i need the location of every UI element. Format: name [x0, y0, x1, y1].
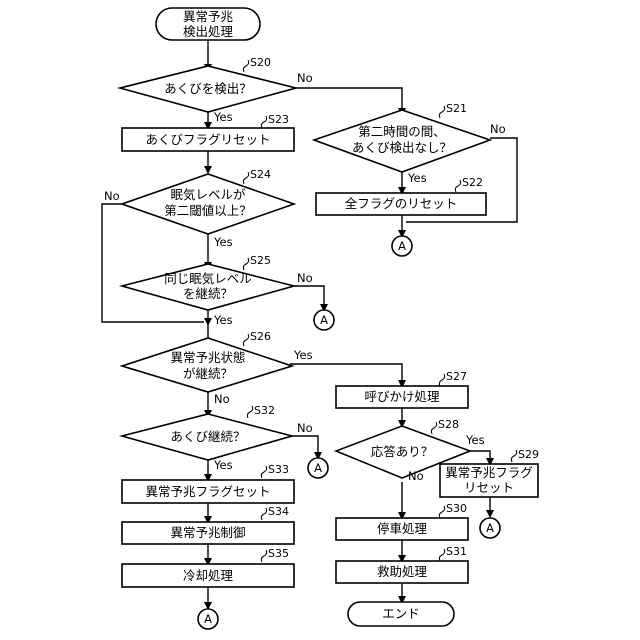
s28-yes-label: Yes — [465, 433, 485, 447]
s28-label: 応答あり？ — [371, 444, 434, 459]
step-s33: S33 — [268, 463, 289, 476]
s27-label: 呼びかけ処理 — [364, 389, 440, 404]
s25-no-label: No — [297, 271, 313, 285]
start-label-line1: 異常予兆 — [183, 9, 234, 24]
s21-label-line2: あくび検出なし？ — [352, 140, 452, 155]
decision-s25: 同じ眠気レベル を継続？ — [122, 264, 294, 310]
step-s23: S23 — [268, 113, 289, 126]
s29-label-line1: 異常予兆フラグ — [445, 465, 533, 480]
connector-a-5: A — [198, 609, 218, 629]
s26-no-label: No — [214, 392, 230, 406]
connector-a-3: A — [308, 458, 328, 478]
connector-a-1: A — [392, 236, 412, 256]
connector-a-4-label: A — [486, 521, 494, 535]
step-s24: S24 — [250, 168, 271, 181]
decision-s32: あくび継続？ — [122, 414, 292, 460]
connector-a-3-label: A — [314, 461, 322, 475]
decision-s24: 眠気レベルが 第二閾値以上？ — [122, 174, 294, 234]
s29-label-line2: リセット — [464, 480, 514, 495]
s21-yes-label: Yes — [407, 171, 427, 185]
process-s31: 救助処理 — [336, 561, 468, 583]
start-label-line2: 検出処理 — [183, 24, 234, 39]
s21-no-label: No — [490, 122, 506, 136]
decision-s20: あくびを検出？ — [120, 66, 296, 112]
connector-a-2: A — [314, 310, 334, 330]
s33-label: 異常予兆フラグセット — [145, 484, 270, 499]
step-s34: S34 — [268, 505, 289, 518]
s30-label: 停車処理 — [377, 521, 428, 536]
s24-no-label: No — [104, 189, 120, 203]
s24-label-line2: 第二閾値以上？ — [164, 203, 252, 218]
process-s33: 異常予兆フラグセット — [122, 480, 294, 503]
end-terminal: エンド — [348, 602, 454, 626]
s32-yes-label: Yes — [213, 458, 233, 472]
step-s32: S32 — [254, 404, 275, 417]
step-s30: S30 — [446, 502, 467, 515]
s23-label: あくびフラグリセット — [145, 132, 270, 147]
step-s20: S20 — [250, 56, 271, 69]
s26-label-line1: 異常予兆状態 — [170, 350, 245, 365]
step-s35: S35 — [268, 547, 289, 560]
step-s29: S29 — [518, 448, 539, 461]
connector-a-5-label: A — [204, 612, 212, 626]
s21-label-line1: 第二時間の間、 — [358, 124, 446, 139]
process-s22: 全フラグのリセット — [316, 193, 486, 215]
s28-no-label: No — [408, 469, 424, 483]
end-label: エンド — [382, 606, 420, 621]
s34-label: 異常予兆制御 — [170, 525, 245, 540]
process-s29: 異常予兆フラグ リセット — [440, 464, 538, 497]
step-s28: S28 — [438, 418, 459, 431]
s20-yes-label: Yes — [213, 110, 233, 124]
s26-yes-label: Yes — [293, 348, 313, 362]
s25-yes-label: Yes — [213, 313, 233, 327]
s24-label-line1: 眠気レベルが — [170, 187, 246, 202]
s25-label-line1: 同じ眠気レベル — [164, 271, 252, 286]
process-s34: 異常予兆制御 — [122, 522, 294, 544]
process-s30: 停車処理 — [336, 518, 468, 540]
step-s27: S27 — [446, 370, 467, 383]
step-s31: S31 — [446, 545, 467, 558]
step-s26: S26 — [250, 330, 271, 343]
step-s25: S25 — [250, 254, 271, 267]
decision-s26: 異常予兆状態 が継続？ — [122, 338, 292, 392]
process-s27: 呼びかけ処理 — [336, 386, 468, 408]
s32-no-label: No — [297, 421, 313, 435]
process-s23: あくびフラグリセット — [122, 128, 294, 151]
s22-label: 全フラグのリセット — [345, 196, 458, 211]
step-s21: S21 — [446, 102, 467, 115]
decision-s21: 第二時間の間、 あくび検出なし？ — [314, 110, 490, 172]
start-terminal: 異常予兆 検出処理 — [156, 8, 260, 40]
s26-label-line2: が継続？ — [183, 366, 233, 381]
s32-label: あくび継続？ — [170, 429, 245, 444]
process-s35: 冷却処理 — [122, 564, 294, 587]
connector-a-4: A — [480, 518, 500, 538]
s31-label: 救助処理 — [377, 564, 428, 579]
s20-no-label: No — [297, 71, 313, 85]
s24-yes-label: Yes — [213, 235, 233, 249]
step-s22: S22 — [462, 176, 483, 189]
connector-a-2-label: A — [320, 313, 328, 327]
s20-label: あくびを検出？ — [164, 81, 252, 96]
s25-label-line2: を継続？ — [183, 286, 233, 301]
connector-a-1-label: A — [398, 239, 406, 253]
s35-label: 冷却処理 — [183, 568, 234, 583]
